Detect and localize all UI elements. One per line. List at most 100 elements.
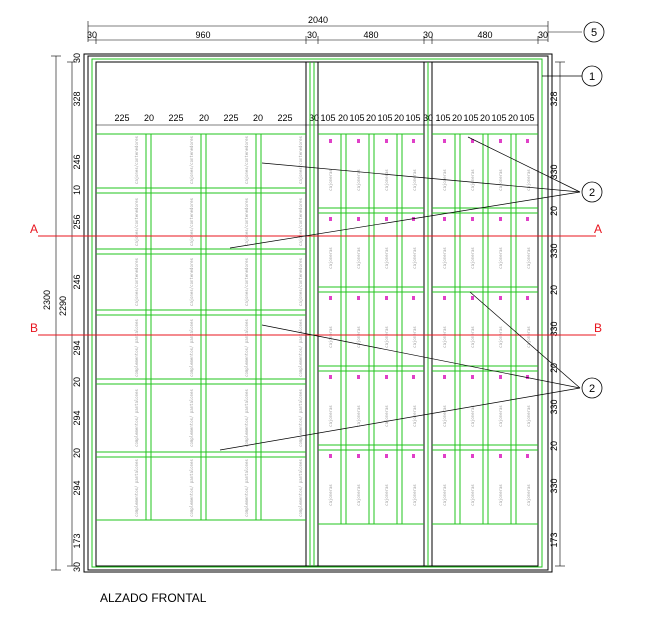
dim-right-vert: 173: [549, 532, 559, 547]
dim-cell: 225: [223, 113, 238, 123]
cell-label: cajoneras: [526, 247, 531, 269]
cell-label: cajoneras: [356, 484, 361, 506]
dim-right-vert: 20: [549, 285, 559, 295]
cell-label: cajoneras: [328, 484, 333, 506]
cell-label: cajoneras: [412, 326, 417, 348]
dim-overall-width: 2040: [308, 15, 328, 25]
cell-label: cajoneras: [442, 405, 447, 427]
cell-label: cajoneras: [328, 326, 333, 348]
dim-right-vert: 330: [549, 243, 559, 258]
section-label-a: A: [30, 222, 38, 236]
dim-overall-height: 2300: [42, 290, 52, 310]
section-label-b: B: [30, 321, 38, 335]
dim-left-vert: 256: [72, 214, 82, 229]
dim-left-vert: 246: [72, 274, 82, 289]
cell-label: cajones/contenedores: [298, 197, 303, 246]
cell-label: cajoneras: [470, 326, 475, 348]
cell-label: cajoneras: [470, 405, 475, 427]
dim-right-vert: 20: [549, 206, 559, 216]
cell-label: cajoneras: [356, 405, 361, 427]
dim-left-vert: 30: [72, 562, 82, 572]
cell-label: complementos/ pantalones: [189, 319, 194, 377]
cell-label: cajoneras: [526, 405, 531, 427]
left-dimension-texts: 2300 2290 30 328 246 10 256 246 294 20 2…: [42, 53, 82, 572]
cell-label: cajoneras: [442, 326, 447, 348]
dim-left-vert: 10: [72, 185, 82, 195]
dim-cell: 105: [320, 113, 335, 123]
cell-label: complementos/ pantalones: [298, 459, 303, 517]
dim-right-vert: 328: [549, 91, 559, 106]
dim-right-vert: 330: [549, 399, 559, 414]
cell-label: cajones/contenedores: [134, 135, 139, 184]
cell-label: cajones/contenedores: [244, 135, 249, 184]
dim-left-vert: 294: [72, 340, 82, 355]
cell-label: cajones/contenedores: [244, 257, 249, 306]
dim-cell: 105: [405, 113, 420, 123]
dim-left-vert: 20: [72, 377, 82, 387]
cell-label: complementos/ pantalones: [244, 459, 249, 517]
cell-label: complementos/ pantalones: [134, 319, 139, 377]
section-label-a: A: [594, 222, 602, 236]
dim-cell: 20: [144, 113, 154, 123]
cell-label: cajoneras: [442, 484, 447, 506]
dim-top-seg: 960: [195, 30, 210, 40]
right-dimensions: [555, 61, 565, 567]
dim-cell: 105: [349, 113, 364, 123]
right-module-shelves: [432, 133, 538, 525]
dim-cell: 105: [377, 113, 392, 123]
cell-label: cajones/contenedores: [244, 197, 249, 246]
cell-label: cajoneras: [412, 247, 417, 269]
dim-cell: 225: [114, 113, 129, 123]
dim-right-vert: 20: [549, 441, 559, 451]
dim-cell: 20: [253, 113, 263, 123]
dim-left-vert: 294: [72, 480, 82, 495]
cell-label: cajones/contenedores: [189, 135, 194, 184]
cell-label: cajoneras: [356, 247, 361, 269]
cell-label: cajones/contenedores: [298, 135, 303, 184]
cell-label: cajones/contenedores: [134, 197, 139, 246]
left-module-labels: cajones/contenedores cajones/contenedore…: [134, 135, 303, 517]
dim-right-vert: 20: [549, 363, 559, 373]
cell-label: cajoneras: [498, 169, 503, 191]
cell-label: cajones/contenedores: [189, 257, 194, 306]
callout-label: 5: [591, 27, 597, 39]
section-label-b: B: [594, 321, 602, 335]
cell-label: cajoneras: [384, 405, 389, 427]
dim-cell: 20: [452, 113, 462, 123]
cell-dimension-texts: 225 20 225 20 225 20 225 30 105 20 105 2…: [114, 113, 534, 123]
cell-label: cajoneras: [412, 484, 417, 506]
cell-label: complementos/ pantalones: [189, 389, 194, 447]
dim-cell: 105: [519, 113, 534, 123]
dim-top-seg: 480: [363, 30, 378, 40]
callout-bubbles: 5 1 2 2: [581, 21, 605, 399]
cell-label: cajoneras: [470, 247, 475, 269]
drawer-knobs: [329, 139, 529, 458]
dim-top-seg: 480: [477, 30, 492, 40]
mid-module-shelves: [318, 133, 424, 525]
cell-label: cajoneras: [328, 405, 333, 427]
cell-label: complementos/ pantalones: [244, 319, 249, 377]
cell-label: cajoneras: [498, 326, 503, 348]
drawing-title: ALZADO FRONTAL: [100, 591, 207, 605]
cell-label: cajoneras: [328, 247, 333, 269]
cell-label: complementos/ pantalones: [134, 389, 139, 447]
cabinet-frame: [83, 53, 553, 573]
cell-label: cajoneras: [328, 169, 333, 191]
cell-label: cajoneras: [412, 169, 417, 191]
cell-label: cajoneras: [498, 484, 503, 506]
cell-label: cajoneras: [356, 326, 361, 348]
cell-label: complementos/ pantalones: [298, 319, 303, 377]
dim-cell: 20: [508, 113, 518, 123]
dim-right-vert: 330: [549, 164, 559, 179]
cell-label: cajones/contenedores: [298, 257, 303, 306]
top-dimension-texts: 2040 30 960 30 480 30 480 30: [87, 15, 548, 40]
cell-label: cajoneras: [356, 169, 361, 191]
dim-left-vert: 328: [72, 91, 82, 106]
cell-label: cajoneras: [384, 484, 389, 506]
dim-inner-height: 2290: [58, 296, 68, 316]
dim-left-vert: 173: [72, 533, 82, 548]
cell-label: cajones/contenedores: [189, 197, 194, 246]
cell-label: complementos/ pantalones: [134, 459, 139, 517]
callout-label: 2: [589, 187, 595, 199]
dim-cell: 20: [394, 113, 404, 123]
